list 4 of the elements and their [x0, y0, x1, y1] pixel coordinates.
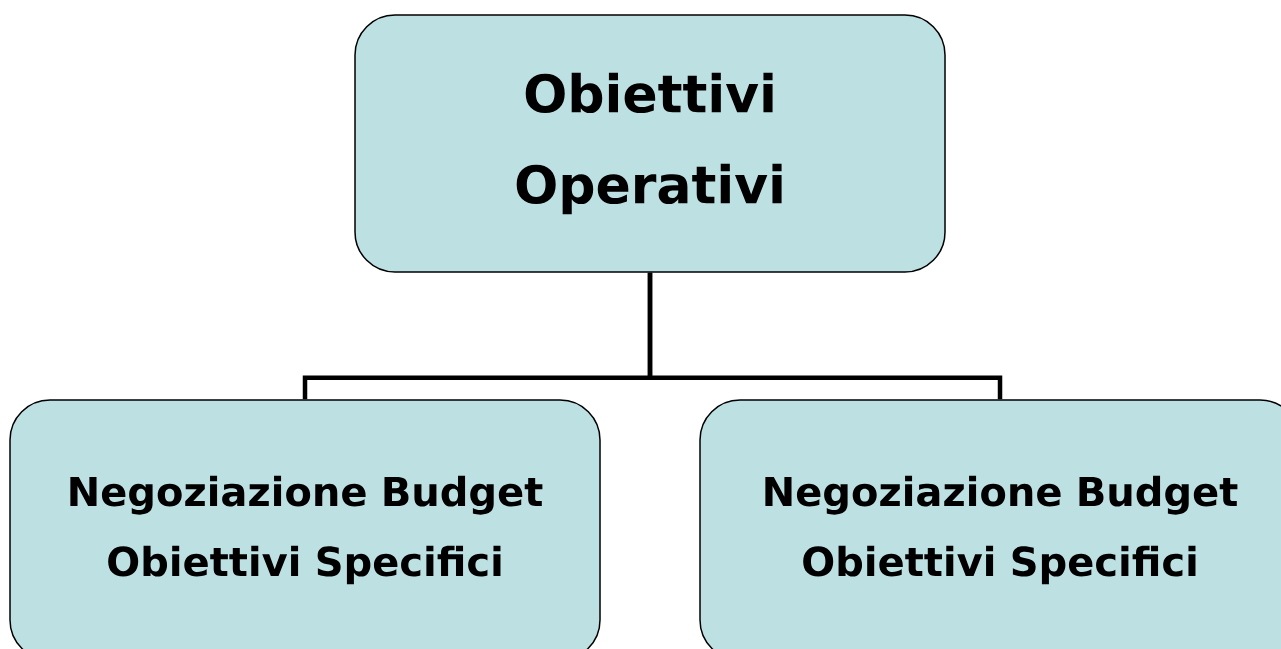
process-box: Negoziazione Budget Obiettivi Specifici [699, 399, 1281, 649]
process-box: Obiettivi Operativi [354, 14, 946, 273]
process-box: Negoziazione Budget Obiettivi Specifici [9, 399, 601, 649]
connector-line [647, 272, 1003, 400]
